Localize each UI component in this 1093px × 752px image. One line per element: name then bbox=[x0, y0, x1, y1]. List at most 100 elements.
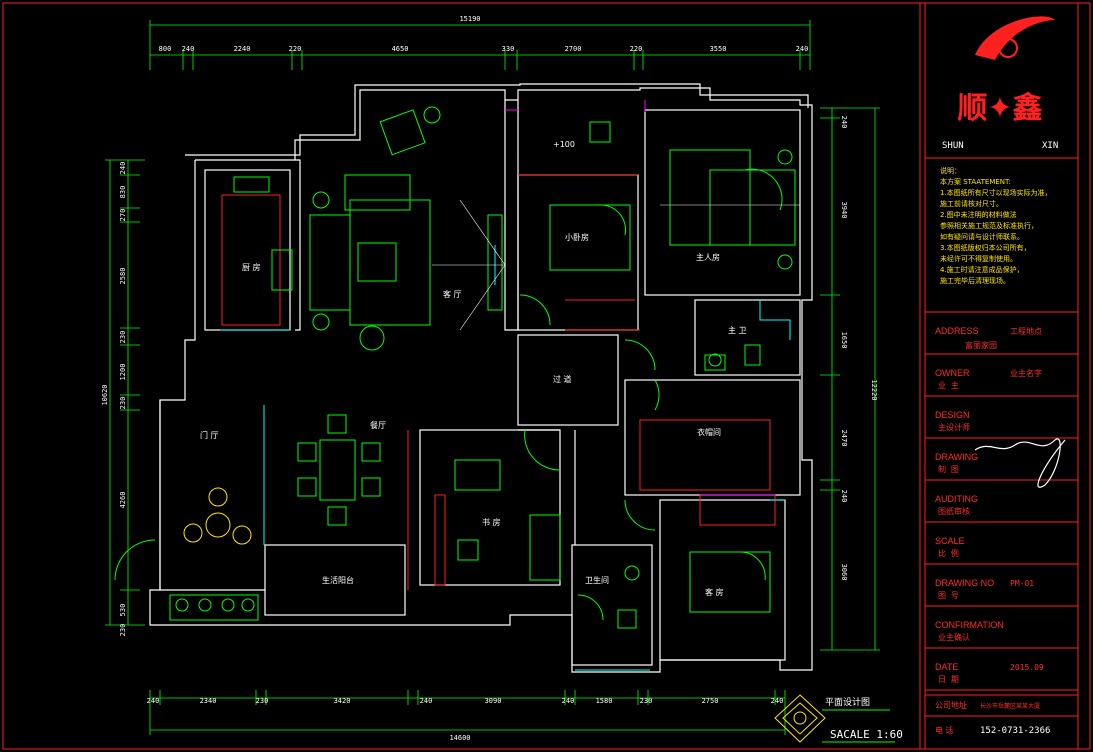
room-label-guest-room: 客 房 bbox=[705, 587, 724, 597]
dim-left-4: 230 bbox=[119, 331, 127, 344]
ornament-icon bbox=[774, 694, 826, 743]
room-label-guest-bath: 卫生间 bbox=[585, 575, 609, 585]
title-row-label: DESIGN bbox=[935, 410, 970, 420]
note-4: 2.图中未注明的材料做法 bbox=[940, 210, 1017, 219]
dim-right-1: 3940 bbox=[840, 202, 848, 219]
room-level-mark: +100 bbox=[553, 140, 575, 149]
dim-left-2: 270 bbox=[119, 209, 127, 222]
room-label-corridor: 过 道 bbox=[553, 374, 572, 384]
room-label-dining: 餐厅 bbox=[370, 421, 386, 430]
note-0: 说明： bbox=[940, 166, 961, 175]
dim-left-9: 230 bbox=[119, 624, 127, 637]
phone-label: 电 话 bbox=[935, 725, 953, 735]
dim-top-9: 240 bbox=[796, 45, 809, 53]
title-row-label: CONFIRMATION bbox=[935, 620, 1004, 630]
title-row-sublabel: 图纸审核 bbox=[938, 506, 970, 516]
dim-bottom-total: 14600 bbox=[449, 734, 470, 742]
dim-bottom-7: 1580 bbox=[596, 697, 613, 705]
title-row-sublabel: 比 例 bbox=[938, 548, 959, 558]
title-row-value: 业主名字 bbox=[1010, 368, 1042, 378]
title-block-logo: 顺✦鑫 SHUN XIN bbox=[942, 16, 1058, 151]
drawing-title: 平面设计图 bbox=[825, 696, 870, 708]
dim-right-2: 1650 bbox=[840, 332, 848, 349]
title-row-label: DRAWING NO bbox=[935, 578, 994, 588]
room-label-master-bath: 主 卫 bbox=[728, 325, 747, 335]
title-row-label: DATE bbox=[935, 662, 958, 672]
dim-bottom-5: 3090 bbox=[485, 697, 502, 705]
dim-top-6: 2700 bbox=[565, 45, 582, 53]
drawing-scale: SACALE 1:60 bbox=[830, 728, 903, 741]
note-6: 如有疑问请与设计师联系。 bbox=[940, 232, 1024, 241]
dim-top-total: 15190 bbox=[459, 15, 480, 23]
dim-left-total: 10620 bbox=[101, 384, 109, 405]
title-row-sublabel: 业 主 bbox=[938, 380, 959, 390]
logo-left-text: SHUN bbox=[942, 141, 964, 151]
title-row-label: SCALE bbox=[935, 536, 965, 546]
dim-top-5: 330 bbox=[502, 45, 515, 53]
title-row-value: 2015.09 bbox=[1010, 663, 1044, 672]
dim-bottom-8: 230 bbox=[640, 697, 653, 705]
cyan-elements bbox=[220, 300, 791, 671]
dim-right-5: 3060 bbox=[840, 564, 848, 581]
phone-value: 152-0731-2366 bbox=[980, 726, 1050, 736]
room-label-small-bedroom: 小卧房 bbox=[565, 232, 589, 242]
dim-top-2: 2240 bbox=[234, 45, 251, 53]
company-value: 长沙市岳麓区某某大厦 bbox=[980, 702, 1040, 710]
note-3: 施工前请核对尺寸。 bbox=[940, 199, 1003, 208]
title-row-sublabel: 业主确认 bbox=[938, 632, 970, 642]
dim-left-5: 1200 bbox=[119, 364, 127, 381]
dim-left-0: 240 bbox=[119, 162, 127, 175]
logo-right-text: XIN bbox=[1042, 141, 1058, 151]
company-info: 公司地址 长沙市岳麓区某某大厦 电 话 152-0731-2366 bbox=[925, 694, 1078, 736]
window-lines bbox=[432, 199, 800, 331]
designer-signature bbox=[974, 438, 1066, 488]
dim-bottom-3: 3420 bbox=[334, 697, 351, 705]
room-labels: 厨 房 客 厅 小卧房 主人房 主 卫 过 道 衣帽间 餐厅 门 厅 书 房 生… bbox=[200, 140, 747, 597]
room-label-cloakroom: 衣帽间 bbox=[697, 427, 721, 437]
dim-right-0: 240 bbox=[840, 116, 848, 129]
dim-top-7: 220 bbox=[630, 45, 643, 53]
note-7: 3.本图纸版权归本公司所有， bbox=[940, 243, 1031, 252]
dim-left-7: 4260 bbox=[119, 492, 127, 509]
dimension-texts: 15190 800 240 2240 220 4650 330 2700 220… bbox=[101, 15, 878, 742]
furniture bbox=[114, 106, 796, 629]
company-label: 公司地址 bbox=[935, 700, 967, 710]
room-label-living: 客 厅 bbox=[443, 289, 462, 299]
room-label-master-bedroom: 主人房 bbox=[696, 252, 720, 262]
dim-left-6: 230 bbox=[119, 397, 127, 410]
title-row-value: PM-01 bbox=[1010, 579, 1034, 588]
dim-bottom-10: 240 bbox=[771, 697, 784, 705]
drawing-title-block: 平面设计图 SACALE 1:60 bbox=[822, 696, 903, 743]
room-label-foyer: 门 厅 bbox=[200, 430, 219, 440]
title-row-label: ADDRESS bbox=[935, 326, 979, 336]
title-row-sublabel: 主设计师 bbox=[938, 422, 970, 432]
room-label-kitchen: 厨 房 bbox=[242, 262, 261, 272]
note-2: 1.本图纸所有尺寸以现场实际为准， bbox=[940, 188, 1052, 197]
dim-right-4: 240 bbox=[840, 490, 848, 503]
logo-text: 顺✦鑫 bbox=[957, 91, 1042, 126]
note-9: 4.施工时请注意成品保护， bbox=[940, 265, 1024, 274]
dim-left-1: 830 bbox=[119, 186, 127, 199]
dim-top-4: 4650 bbox=[392, 45, 409, 53]
dim-bottom-2: 230 bbox=[256, 697, 269, 705]
note-8: 未经许可不得复制使用。 bbox=[940, 254, 1017, 263]
dim-top-3: 220 bbox=[289, 45, 302, 53]
magenta-elements bbox=[505, 100, 775, 496]
dim-bottom-4: 240 bbox=[420, 697, 433, 705]
dim-top-8: 3550 bbox=[710, 45, 727, 53]
red-wall-accents bbox=[221, 174, 776, 590]
dim-top-0: 800 bbox=[159, 45, 172, 53]
dim-left-3: 2580 bbox=[119, 268, 127, 285]
dim-bottom-1: 2340 bbox=[200, 697, 217, 705]
logo-star-icon bbox=[998, 38, 1018, 58]
note-5: 参照相关施工规范及标准执行， bbox=[940, 221, 1038, 230]
dim-right-3: 2470 bbox=[840, 430, 848, 447]
title-row-label: AUDITING bbox=[935, 494, 978, 504]
title-row-sublabel: 图 号 bbox=[938, 591, 959, 600]
design-notes: 说明： 本方案 STAATEMENT: 1.本图纸所有尺寸以现场实际为准， 施工… bbox=[940, 166, 1052, 285]
dim-right-total: 12220 bbox=[870, 379, 878, 400]
title-row-label: DRAWING bbox=[935, 452, 978, 462]
